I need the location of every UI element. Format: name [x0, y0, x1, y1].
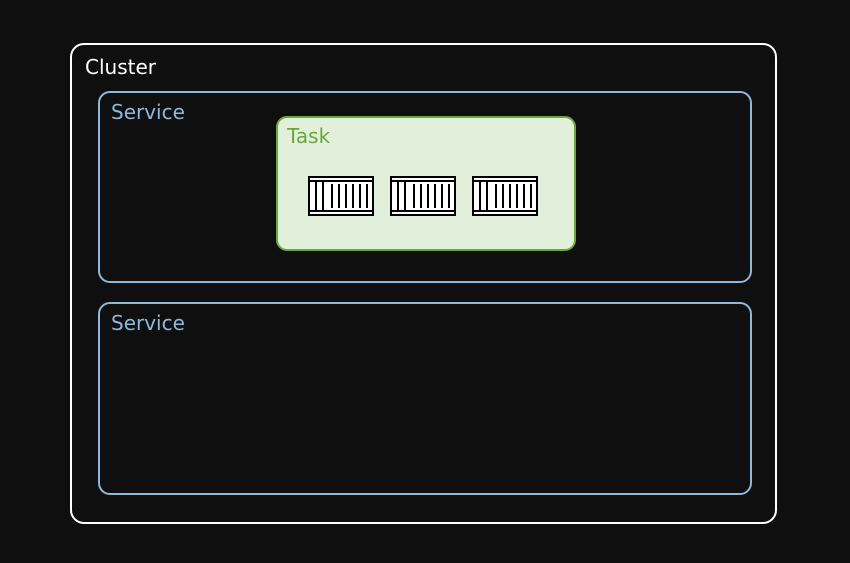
cluster-box: Cluster Service Task — [70, 43, 777, 524]
container-group — [308, 176, 538, 216]
service-label-2: Service — [111, 311, 185, 335]
container-icon — [390, 176, 456, 216]
service-box-2: Service — [98, 302, 752, 495]
task-label: Task — [287, 124, 331, 148]
service-label-1: Service — [111, 100, 185, 124]
cluster-label: Cluster — [85, 55, 156, 79]
container-icon — [472, 176, 538, 216]
container-icon — [308, 176, 374, 216]
task-box: Task — [276, 116, 576, 251]
service-box-1: Service Task — [98, 91, 752, 283]
